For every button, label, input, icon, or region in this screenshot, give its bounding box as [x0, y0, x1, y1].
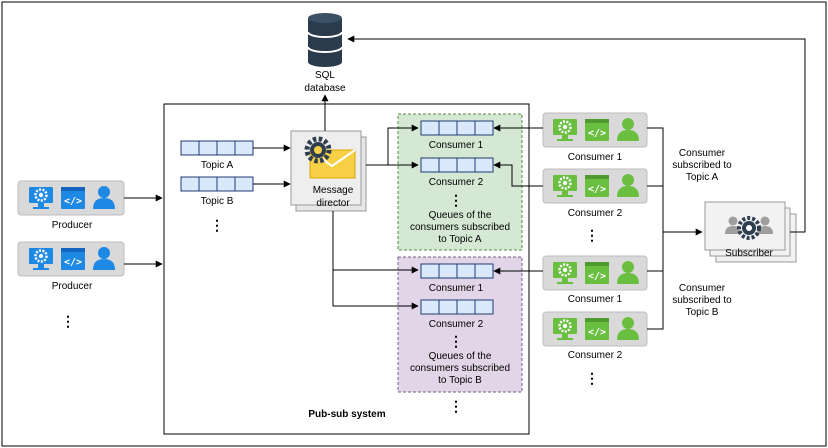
consumer-label: Consumer 1	[568, 152, 623, 163]
director-to-queue-b2-arrow	[332, 270, 419, 310]
consumers-bracket	[647, 127, 664, 330]
code-window-icon	[585, 119, 609, 141]
note-topic-b-2: subscribed to	[672, 295, 732, 306]
code-window-icon	[585, 318, 609, 340]
queue-a-ellipsis: ⋮	[449, 192, 463, 208]
code-window-icon	[61, 187, 85, 209]
user-group-icon	[725, 216, 773, 240]
consumer-a2-to-queue-arrow	[493, 161, 543, 187]
consumer-label: Consumer 2	[568, 350, 623, 361]
topic-a-label: Topic A	[201, 160, 234, 171]
director-label-line2: director	[316, 198, 350, 209]
consumer-a-1: Consumer 1	[542, 112, 648, 163]
consumer-b-1: Consumer 1	[542, 255, 648, 305]
producers-ellipsis: ⋮	[61, 313, 75, 329]
director-label-line1: Message	[313, 185, 354, 196]
code-window-icon	[61, 248, 85, 270]
queue-b-consumer-2-label: Consumer 2	[429, 319, 484, 330]
note-topic-a-1: Consumer	[679, 148, 726, 159]
consumers-b-ellipsis: ⋮	[585, 370, 599, 386]
queue-b-ellipsis: ⋮	[449, 333, 463, 349]
queue-b-consumer-2	[420, 299, 494, 315]
gear-icon	[304, 136, 332, 164]
topic-b-label: Topic B	[201, 196, 234, 207]
topic-a-queue	[180, 140, 254, 156]
pubsub-system-label: Pub-sub system	[308, 409, 385, 420]
queue-b-caption-2: consumers subscribed	[410, 363, 510, 374]
sql-database: SQL database	[304, 13, 346, 94]
queue-a-consumer-1-label: Consumer 1	[429, 140, 484, 151]
topic-b-queue	[180, 176, 254, 192]
note-topic-b-1: Consumer	[679, 283, 726, 294]
topics-ellipsis: ⋮	[210, 217, 224, 233]
note-topic-a-2: subscribed to	[672, 160, 732, 171]
queue-a-consumer-1	[420, 120, 494, 136]
producer-label: Producer	[52, 281, 93, 292]
queue-b-consumer-1-label: Consumer 1	[429, 283, 484, 294]
queue-a-consumer-2	[420, 157, 494, 173]
subscriber-label: Subscriber	[725, 248, 773, 259]
queue-b-caption-3: to Topic B	[438, 375, 482, 386]
note-topic-b-3: Topic B	[686, 307, 719, 318]
queue-a-caption-3: to Topic A	[438, 234, 482, 245]
database-label-line1: SQL	[315, 70, 335, 81]
subscriber: Subscriber	[704, 201, 797, 263]
queue-b-caption-1: Queues of the	[429, 351, 492, 362]
queue-group-topic-a	[397, 113, 523, 251]
queue-b-consumer-1	[420, 263, 494, 279]
producer-2: Producer	[17, 241, 125, 292]
queue-group-topic-b	[397, 256, 523, 393]
code-window-icon	[585, 262, 609, 284]
code-window-icon	[585, 175, 609, 197]
consumer-label: Consumer 1	[568, 294, 623, 305]
consumer-label: Consumer 2	[568, 208, 623, 219]
queues-ellipsis: ⋮	[449, 398, 463, 414]
database-icon	[307, 13, 343, 67]
consumers-a-ellipsis: ⋮	[585, 227, 599, 243]
note-topic-a-3: Topic A	[686, 172, 719, 183]
queue-a-consumer-2-label: Consumer 2	[429, 177, 484, 188]
producer-label: Producer	[52, 220, 93, 231]
database-label-line2: database	[304, 83, 346, 94]
subscriber-to-database-arrow	[347, 35, 806, 233]
queue-a-caption-2: consumers subscribed	[410, 222, 510, 233]
message-director: Message director	[290, 130, 367, 212]
queue-a-caption-1: Queues of the	[429, 210, 492, 221]
